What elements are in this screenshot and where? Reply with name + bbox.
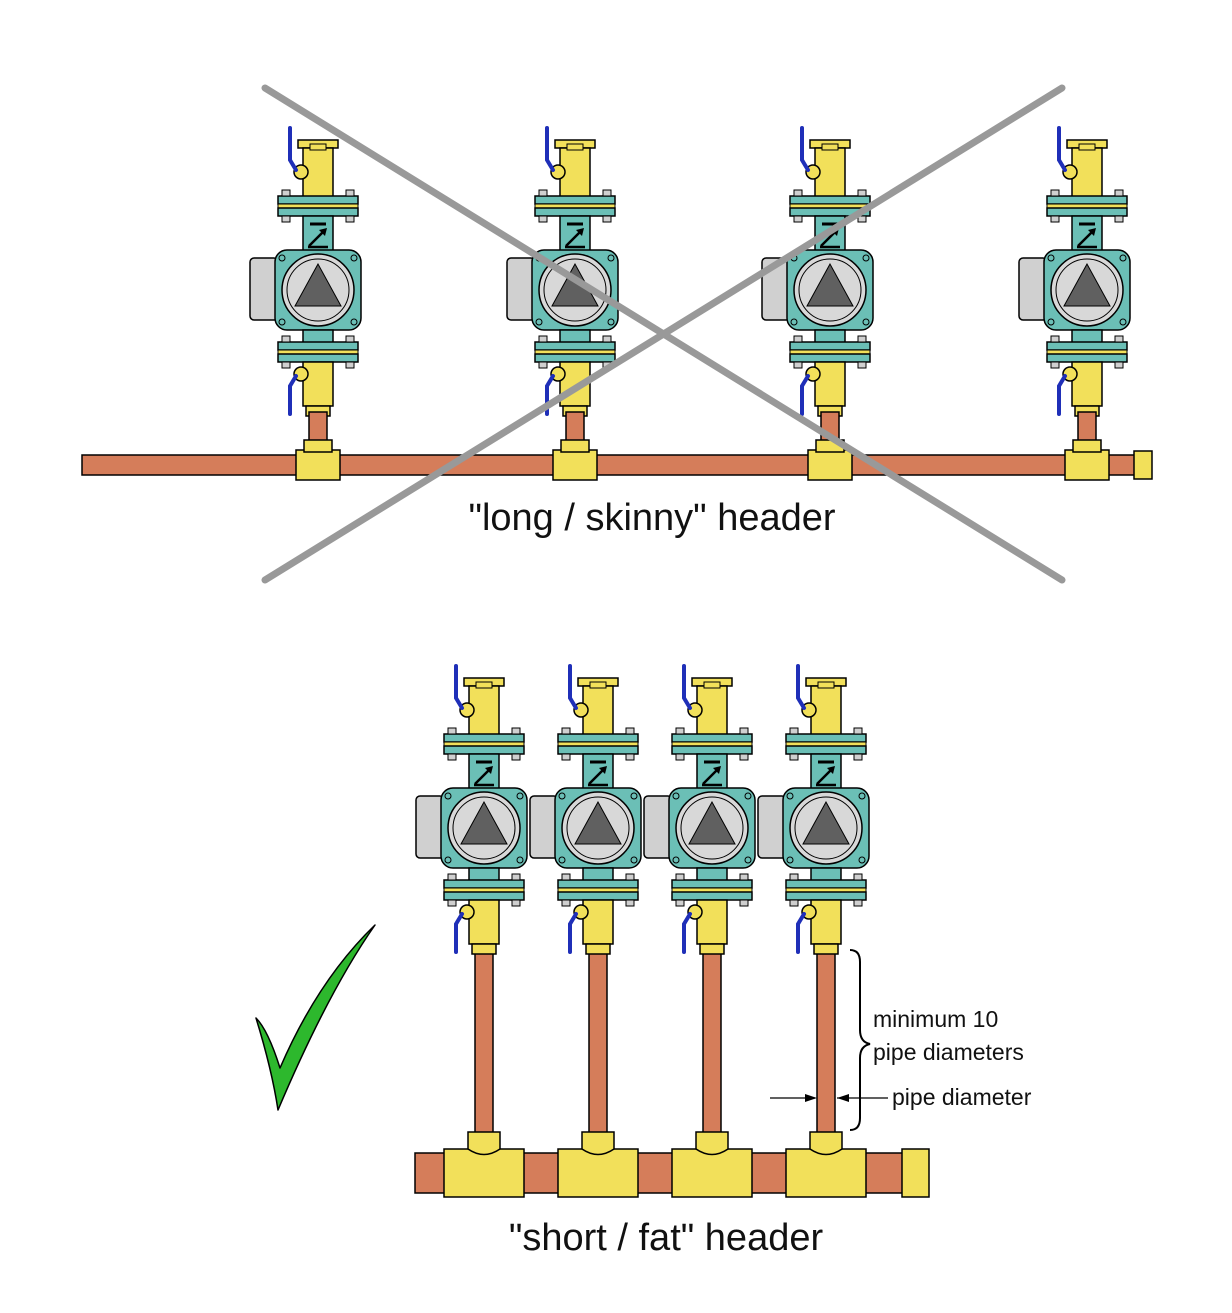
pipe-diameter-label: pipe diameter [892,1084,1032,1110]
straight-run-label-line1: minimum 10 [873,1006,998,1032]
short-fat-header-assembly: minimum 10 pipe diameters pipe diameter … [255,664,1032,1259]
straight-run-brace [849,949,871,1131]
pump-top-4 [1017,126,1132,418]
tee-fittings-bottom [443,1131,867,1198]
pump-bottom-2 [528,664,643,956]
short-fat-caption: "short / fat" header [509,1217,824,1259]
pump-top-3 [760,126,875,418]
long-skinny-caption: "long / skinny" header [468,497,835,539]
checkmark-icon [255,924,376,1111]
cross-out-icon [261,84,1066,584]
pump-bottom-4 [756,664,871,956]
straight-run-label-line2: pipe diameters [873,1039,1024,1065]
straight-pipes-bottom [474,947,836,1135]
pump-bottom-1 [414,664,529,956]
straight-run-label: minimum 10 pipe diameters [873,1006,1024,1065]
header-pipe-end-cap-bottom [901,1148,930,1198]
pipe-diameter-dimension [770,1094,888,1102]
pump-bottom-3 [642,664,757,956]
header-pipe-top [81,454,1141,476]
header-pipe-end-cap-top [1133,450,1153,480]
drop-pipes-top [308,411,1097,457]
tee-fittings-top [295,439,1110,481]
pump-top-1 [248,126,363,418]
long-skinny-header-assembly: "long / skinny" header [81,84,1153,584]
